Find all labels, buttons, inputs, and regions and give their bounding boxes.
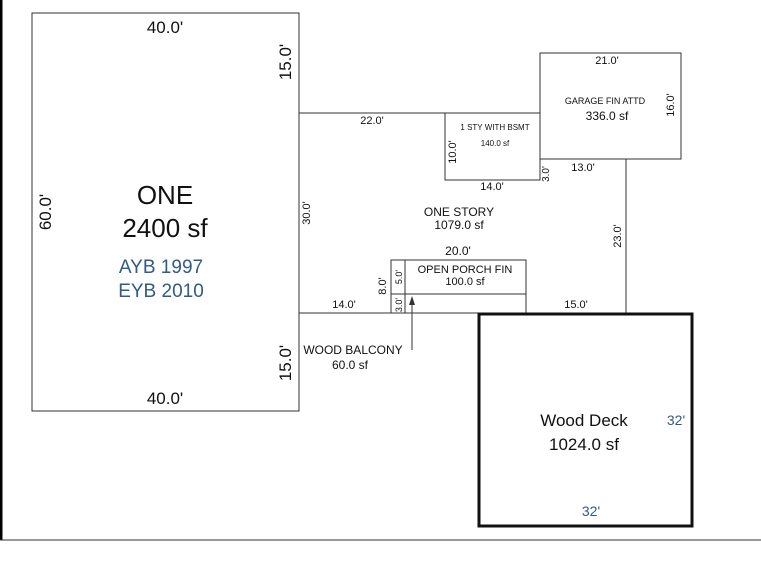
one-eyb: EYB 2010 [118, 281, 204, 302]
bsmt-dim-left: 10.0' [447, 140, 459, 164]
porch-outline [390, 259, 527, 314]
porch-dim-inner-bottom: 3.0' [394, 298, 404, 313]
one-dim-right-bottom: 15.0' [276, 345, 295, 381]
one-dim-left: 60.0' [36, 194, 55, 230]
one-story-dim-left: 30.0' [301, 201, 313, 225]
balcony-arrow-icon [409, 296, 415, 305]
garage-area: 336.0 sf [586, 109, 629, 123]
bsmt-dim-small: 3.0' [541, 166, 552, 182]
one-label: ONE [137, 180, 193, 210]
garage-dim-right: 16.0' [665, 93, 677, 117]
bsmt-area: 140.0 sf [481, 139, 510, 148]
garage-outline [539, 52, 682, 160]
garage-dim-top: 21.0' [595, 55, 619, 67]
one-outline [31, 12, 300, 412]
one-dim-top: 40.0' [147, 18, 183, 37]
one-dim-bottom: 40.0' [147, 389, 183, 408]
garage-label: GARAGE FIN ATTD [565, 96, 646, 106]
garage-dim-bottom: 13.0' [571, 162, 595, 174]
one-story-dim-porch-left: 14.0' [332, 299, 356, 311]
deck-dim-right: 32' [667, 412, 685, 428]
one-story-dim-right: 23.0' [612, 224, 624, 248]
one-ayb: AYB 1997 [119, 257, 203, 278]
porch-dim-top: 20.0' [445, 244, 471, 258]
balcony-label: WOOD BALCONY [303, 343, 402, 357]
one-dim-right-top: 15.0' [276, 44, 295, 80]
deck-outline [477, 312, 694, 528]
bsmt-label: 1 STY WITH BSMT [460, 123, 529, 132]
balcony-area: 60.0 sf [332, 358, 369, 372]
porch-dim-left: 8.0' [377, 277, 389, 294]
deck-label: Wood Deck [540, 411, 628, 430]
one-story-dim-porch-right: 15.0' [564, 299, 588, 311]
porch-area: 100.0 sf [445, 276, 485, 288]
one-area: 2400 sf [122, 213, 208, 243]
one-story-dim-top: 22.0' [360, 115, 384, 127]
one-story-area: 1079.0 sf [434, 218, 484, 232]
one-story-label: ONE STORY [424, 205, 494, 219]
porch-dim-inner-top: 5.0' [394, 270, 404, 285]
porch-label: OPEN PORCH FIN [418, 264, 513, 276]
deck-dim-bottom: 32' [582, 503, 600, 519]
deck-area: 1024.0 sf [549, 435, 619, 454]
bsmt-dim-bottom: 14.0' [480, 181, 504, 193]
